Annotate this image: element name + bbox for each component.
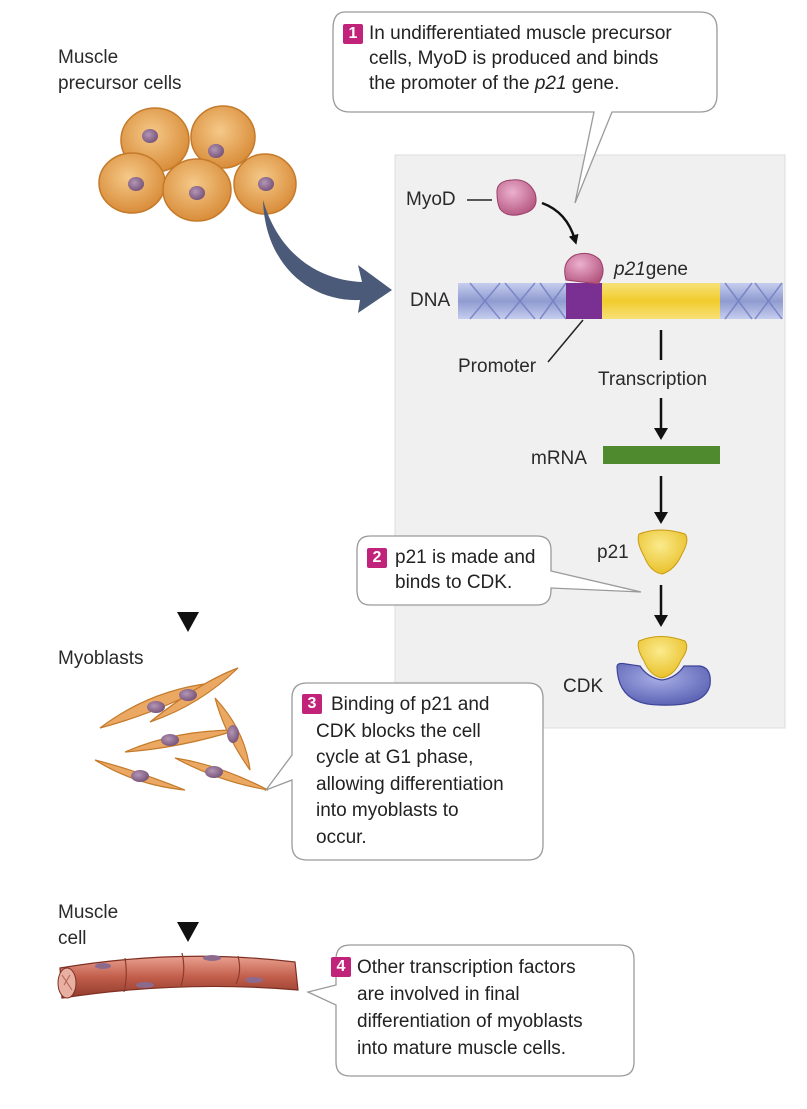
muscle-fiber bbox=[57, 952, 299, 999]
step-1-line: cells, MyoD is produced and binds bbox=[369, 48, 659, 69]
step-1-line3-post: gene. bbox=[566, 73, 620, 94]
label-cdk: CDK bbox=[563, 676, 604, 697]
label-muscle-cell: Muscle cell bbox=[58, 900, 118, 952]
step-4-line: differentiation of myoblasts bbox=[357, 1011, 583, 1032]
step-1-line: the promoter of the p21 gene. bbox=[369, 71, 672, 96]
label-p21-gene: p21gene bbox=[614, 257, 688, 283]
step-1-badge: 1 bbox=[343, 24, 363, 44]
myod-binding-arrow bbox=[541, 201, 579, 245]
label-mrna: mRNA bbox=[531, 448, 587, 469]
step-1-text: In undifferentiated muscle precursor cel… bbox=[369, 21, 672, 96]
step-3-line: CDK blocks the cell bbox=[316, 720, 481, 742]
callout-box-2 bbox=[356, 535, 642, 606]
step-4-line: are involved in final bbox=[357, 984, 520, 1005]
step-2-badge: 2 bbox=[367, 548, 387, 568]
step-3-line: allowing differentiation bbox=[316, 773, 504, 795]
step-3-line: into myoblasts to bbox=[316, 800, 459, 821]
muscle-precursor-cells bbox=[98, 105, 297, 222]
promoter-region bbox=[566, 283, 602, 319]
label-dna: DNA bbox=[410, 290, 451, 311]
arrowhead-translation bbox=[654, 512, 668, 524]
label-p21: p21 bbox=[597, 542, 629, 563]
label-gene-word: gene bbox=[645, 259, 688, 280]
label-myod: MyoD bbox=[406, 189, 456, 210]
label-promoter: Promoter bbox=[458, 356, 537, 377]
step-3-line: cycle at G1 phase, bbox=[316, 747, 474, 768]
myoblasts bbox=[94, 667, 269, 791]
cdk-protein bbox=[616, 662, 711, 706]
callout-box-4 bbox=[306, 944, 635, 1077]
label-muscle-precursor-line2: precursor cells bbox=[58, 73, 182, 94]
arrowhead-2 bbox=[177, 922, 199, 942]
mrna-strand bbox=[603, 446, 720, 464]
label-muscle-cell-line2: cell bbox=[58, 928, 87, 949]
step-4-line: into mature muscle cells. bbox=[357, 1038, 567, 1059]
dna-strand bbox=[458, 282, 783, 320]
zoom-arrow bbox=[263, 200, 392, 313]
step-2-line: binds to CDK. bbox=[395, 572, 513, 593]
arrowhead-1 bbox=[177, 612, 199, 632]
p21-protein bbox=[637, 529, 688, 575]
step-4-text: Other transcription factors are involved… bbox=[357, 954, 583, 1062]
label-transcription: Transcription bbox=[598, 369, 708, 390]
step-3-line: Binding of p21 and bbox=[331, 694, 490, 715]
label-p21-gene-italic: p21 bbox=[614, 259, 646, 280]
label-muscle-precursor-line1: Muscle bbox=[58, 47, 119, 68]
step-2-line: p21 is made and bbox=[395, 547, 536, 568]
step-3-text: Binding of p21 and CDK blocks the cell c… bbox=[316, 692, 504, 851]
p21-bound-to-cdk bbox=[637, 636, 688, 679]
callout-box-1 bbox=[332, 11, 718, 204]
detail-panel bbox=[394, 154, 786, 729]
p21-gene-region bbox=[602, 283, 720, 319]
myod-bound bbox=[564, 252, 604, 285]
step-1-line3-italic: p21 bbox=[534, 73, 567, 94]
step-4-line: Other transcription factors bbox=[357, 957, 576, 978]
label-myoblasts: Myoblasts bbox=[58, 648, 144, 669]
label-muscle-cell-line1: Muscle bbox=[58, 902, 119, 923]
step-3-badge: 3 bbox=[302, 694, 322, 714]
label-muscle-precursor: Muscle precursor cells bbox=[58, 45, 182, 97]
step-1-line: In undifferentiated muscle precursor bbox=[369, 23, 672, 44]
arrowhead-transcription bbox=[654, 428, 668, 440]
promoter-pointer bbox=[547, 319, 584, 363]
callout-box-3 bbox=[264, 682, 544, 861]
myod-protein bbox=[496, 179, 537, 216]
step-1-line3-pre: the promoter of the bbox=[369, 73, 535, 94]
step-4-badge: 4 bbox=[331, 957, 351, 977]
step-3-line: occur. bbox=[316, 826, 367, 848]
step-2-text: p21 is made and binds to CDK. bbox=[395, 545, 536, 595]
arrowhead-binding bbox=[654, 615, 668, 627]
